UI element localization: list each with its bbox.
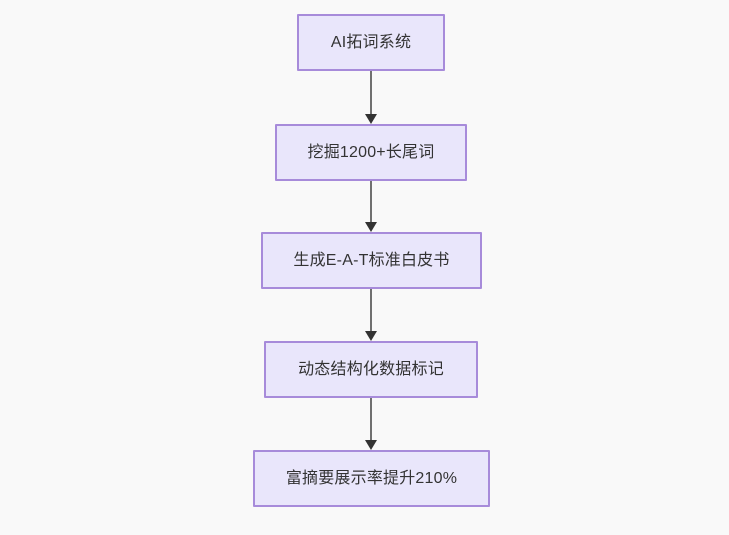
flow-edge-n1-to-n2 (361, 71, 381, 124)
flow-node-label: 挖掘1200+长尾词 (307, 143, 435, 161)
flow-edge-n4-to-n5 (361, 398, 381, 450)
edge-arrowhead (365, 440, 377, 450)
flow-edge-n3-to-n4 (361, 289, 381, 341)
flow-edge-n2-to-n3 (361, 181, 381, 232)
flow-node-n3[interactable]: 生成E-A-T标准白皮书 (261, 232, 482, 289)
flow-node-n1[interactable]: AI拓词系统 (297, 14, 445, 71)
flow-node-n4[interactable]: 动态结构化数据标记 (264, 341, 478, 398)
flow-node-n5[interactable]: 富摘要展示率提升210% (253, 450, 490, 507)
edge-arrowhead (365, 222, 377, 232)
flow-node-label: 生成E-A-T标准白皮书 (293, 251, 450, 269)
edge-arrowhead (365, 114, 377, 124)
flow-node-n2[interactable]: 挖掘1200+长尾词 (275, 124, 467, 181)
flow-node-label: AI拓词系统 (330, 33, 412, 51)
flow-node-label: 动态结构化数据标记 (298, 360, 444, 378)
edge-arrowhead (365, 331, 377, 341)
flow-node-label: 富摘要展示率提升210% (285, 469, 458, 487)
